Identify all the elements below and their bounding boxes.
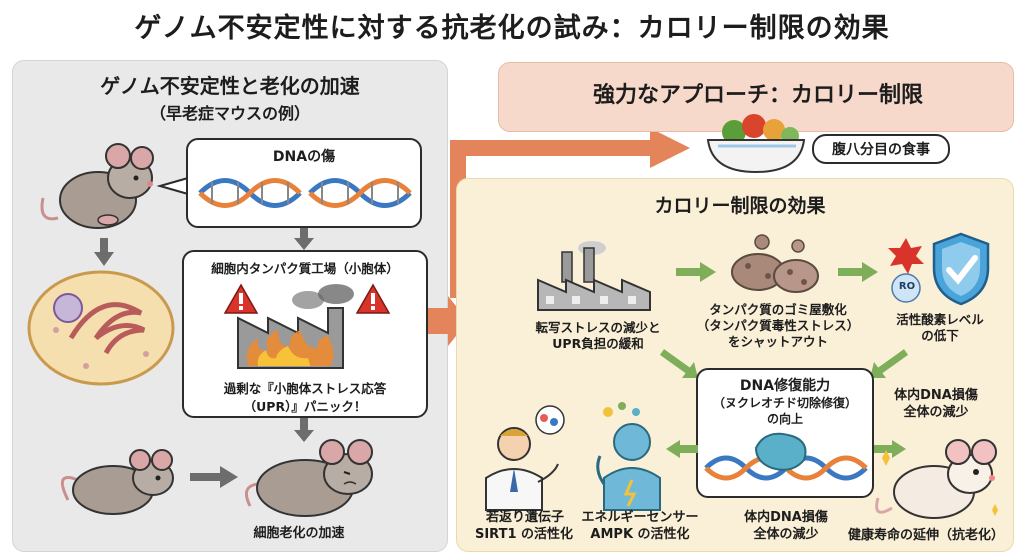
arrow-diag-green-left: [659, 349, 698, 378]
arrow-right-gray: [190, 466, 238, 488]
warning-icon: [223, 283, 259, 314]
damage-bottom-line1: 体内DNA損傷: [744, 510, 828, 525]
arrow-down-1: [94, 238, 114, 266]
ros-icon: [888, 238, 924, 303]
arrow-right-green: [676, 262, 716, 282]
factory-icon: [537, 241, 651, 311]
ros-label-line2: の低下: [921, 328, 959, 343]
ampk-line2: AMPK の活性化: [590, 527, 690, 542]
dna-damage-label: DNAの傷: [272, 149, 336, 165]
effects-title: カロリー制限の効果: [654, 195, 826, 217]
dna-icon: [198, 178, 412, 208]
mouse-icon: [60, 449, 174, 515]
damage-top-line2: 全体の減少: [903, 405, 969, 420]
approach-title: 強力なアプローチ：カロリー制限: [592, 83, 923, 108]
meal-pill: [812, 134, 950, 164]
repair-subtitle-2: の向上: [766, 412, 803, 426]
damage-top-line1: 体内DNA損傷: [894, 388, 978, 403]
arrow-down-2: [294, 228, 314, 250]
enzyme-icon: [704, 432, 868, 481]
factory-icon: [237, 284, 354, 369]
healthy-mouse-icon: [875, 439, 998, 519]
er-factory-label: 細胞内タンパク質工場（小胞体）: [211, 261, 399, 276]
ampk-line1: エネルギーセンサー: [581, 510, 699, 525]
stress-label-line1: 転写ストレスの減少と: [535, 320, 661, 335]
garbage-icon: [731, 234, 819, 293]
protein-label-line2: （タンパク質毒性ストレス）: [696, 318, 860, 333]
aging-label: 細胞老化の加速: [253, 526, 345, 541]
upr-label-line2: （UPR）』パニック！: [243, 399, 367, 414]
sirt1-line2: SIRT1 の活性化: [474, 527, 574, 542]
page-title: ゲノム不安定性に対する抗老化の試み：カロリー制限の効果: [134, 13, 890, 44]
old-mouse-icon: [244, 439, 373, 517]
arrow-left-green: [666, 440, 698, 458]
upr-label-line1: 過剰な『小胞体ストレス応答: [223, 381, 387, 396]
mouse-icon: [40, 143, 154, 229]
left-panel-subtitle: （早老症マウスの例）: [149, 104, 310, 123]
stress-label-line2: UPR負担の緩和: [552, 336, 644, 351]
meal-label: 腹八分目の食事: [832, 142, 930, 158]
protein-label-line3: をシャットアウト: [727, 334, 828, 349]
sirt1-line1: 若返り遺伝子: [485, 510, 564, 525]
repair-subtitle-1: （ヌクレオチド切除修復）: [712, 396, 857, 410]
arrow-right-green: [838, 262, 878, 282]
warning-icon: [355, 283, 391, 314]
ros-label: RO: [898, 281, 916, 292]
ros-label-line1: 活性酸素レベル: [896, 312, 984, 327]
bowl-icon: [706, 114, 806, 174]
cell-icon: [27, 270, 175, 386]
longevity-label: 健康寿命の延伸（抗老化）: [847, 528, 1004, 543]
protein-label-line1: タンパク質のゴミ屋敷化: [709, 302, 847, 317]
arrow-down-3: [294, 418, 314, 442]
damage-bottom-line2: 全体の減少: [753, 527, 819, 542]
arrow-diag-green-right: [870, 349, 909, 378]
scientist-icon: [485, 405, 565, 511]
repair-title: DNA修復能力: [739, 378, 831, 394]
shield-icon: [932, 232, 990, 306]
arrow-right-green: [874, 440, 906, 458]
energy-figure-icon: [596, 402, 661, 511]
left-panel-title: ゲノム不安定性と老化の加速: [100, 74, 360, 98]
